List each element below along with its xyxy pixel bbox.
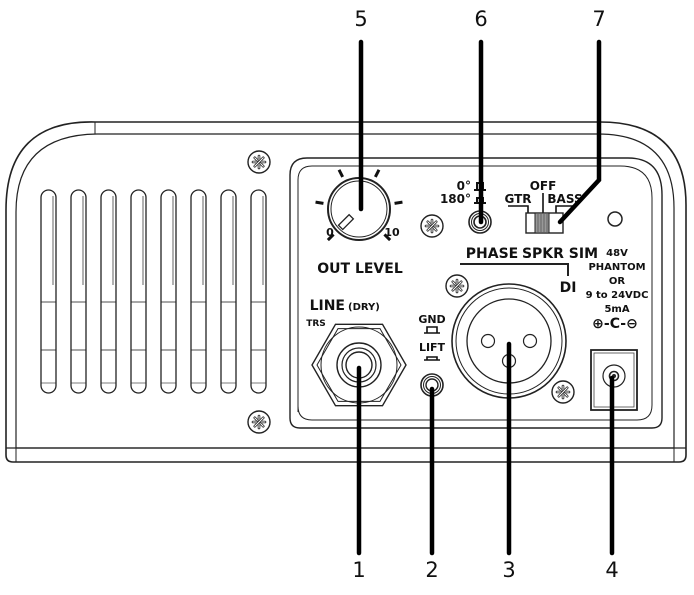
callout-number-6: 6: [474, 7, 487, 31]
screw-icon: [247, 150, 271, 174]
screw-icon: [445, 274, 469, 298]
xlr-pin: [522, 333, 538, 349]
lift-label: LIFT: [419, 341, 446, 354]
led-indicator-icon: [607, 211, 623, 227]
power-line: 5mA: [604, 304, 629, 315]
callout-number-3: 3: [502, 558, 515, 582]
callout-number-1: 1: [352, 558, 365, 582]
callout-number-4: 4: [605, 558, 618, 582]
power-spec: 48V PHANTOM OR 9 to 24VDC 5mA: [586, 248, 649, 315]
spkr-off-label: OFF: [530, 179, 557, 193]
knob-tick: [374, 169, 381, 178]
vent-slot-icon: [130, 189, 147, 394]
vent-slot-icon: [190, 189, 207, 394]
callout-line-7: [557, 39, 602, 225]
xlr-pin: [480, 333, 496, 349]
knob-max-label: 10: [384, 226, 400, 239]
spkr-sim-position-marks: [508, 193, 576, 213]
polarity-icon: ⊕-C-⊖: [592, 316, 638, 332]
power-line: 9 to 24VDC: [586, 290, 649, 301]
ground-down-mark: [424, 356, 440, 361]
spkr-gtr-label: GTR: [504, 192, 531, 206]
callout-number-2: 2: [425, 558, 438, 582]
line-label: LINE: [310, 298, 345, 314]
vent-slot-icon: [250, 189, 267, 394]
knob-label: OUT LEVEL: [317, 261, 403, 277]
knob-tick: [315, 200, 324, 205]
di-label: DI: [560, 280, 577, 296]
knob-min-label: 0: [326, 226, 334, 239]
knob-tick: [394, 200, 403, 205]
knob-pointer: [337, 213, 355, 231]
spkr-sim-label: SPKR SIM: [522, 246, 598, 262]
di-bracket-line: [460, 263, 569, 276]
screw-icon: [247, 410, 271, 434]
screws: [247, 150, 575, 434]
knob-scale-ticks: [315, 169, 403, 242]
callout-number-5: 5: [354, 7, 367, 31]
power-line: OR: [609, 276, 626, 287]
callout-number-7: 7: [592, 7, 605, 31]
speaker-sim-switch[interactable]: [525, 212, 564, 234]
spkr-bass-label: BASS: [547, 192, 582, 206]
control-panel: [289, 157, 663, 429]
line-sublabel: (DRY): [348, 302, 380, 313]
vent-slot-icon: [100, 189, 117, 394]
vent-slot-icon: [70, 189, 87, 394]
trs-label: TRS: [306, 319, 326, 329]
screw-icon: [420, 214, 444, 238]
knob-tick: [337, 169, 344, 178]
power-line: PHANTOM: [588, 262, 645, 273]
knob-tick: [383, 233, 392, 242]
screw-icon: [551, 380, 575, 404]
power-line: 48V: [606, 248, 628, 259]
vent-slot-icon: [160, 189, 177, 394]
phase-180-label: 180°: [440, 192, 471, 206]
vent-slot-icon: [40, 189, 57, 394]
callouts: [356, 39, 615, 556]
ground-up-mark: [424, 326, 440, 334]
vent-grille: [40, 189, 267, 394]
phase-0-label: 0°: [457, 179, 471, 193]
vent-slot-icon: [220, 189, 237, 394]
knob-tick: [326, 233, 335, 242]
gnd-label: GND: [418, 313, 445, 326]
phase-label: PHASE: [466, 246, 518, 262]
